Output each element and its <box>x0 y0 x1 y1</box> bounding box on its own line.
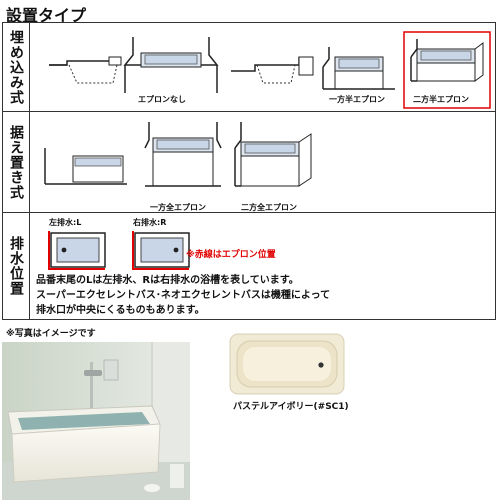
caption-two-side-full-apron: 二方全エプロン <box>241 203 297 212</box>
drain-description-line-3: 排水口が中央にくるものもあります。 <box>36 305 205 316</box>
photo-image-note: ※写真はイメージです <box>6 329 96 339</box>
drain-description-line-1: 品番末尾のLは左排水、Rは右排水の浴槽を表しています。 <box>36 275 299 286</box>
pastel-ivory-swatch-image <box>229 333 345 395</box>
two-side-half-apron-illustration <box>403 31 491 109</box>
apron-position-note: ※赤線はエプロン位置 <box>186 250 276 260</box>
one-side-half-apron-illustration <box>322 47 395 90</box>
half-apron-side-view-illustration <box>231 56 314 84</box>
swatch-caption: パステルアイボリー(#SC1) <box>233 402 349 412</box>
caption-no-apron: エプロンなし <box>138 95 186 104</box>
left-drain-label: 左排水:L <box>49 218 82 227</box>
row-drain-position: 排水位置 左排水:L 右排水:R <box>3 213 495 319</box>
caption-one-side-full-apron: 一方全エプロン <box>150 203 206 212</box>
drain-description-line-2: スーパーエクセレントバス･ネオエクセレントバスは機種によって <box>36 290 331 301</box>
installation-type-table: 埋め込み式 エプロンなし <box>2 22 496 320</box>
left-drain-diagram <box>48 231 106 270</box>
freestanding-side-view-illustration <box>44 148 127 185</box>
caption-two-side-half-apron: 二方半エプロン <box>413 95 469 104</box>
two-side-full-apron-illustration <box>234 122 312 187</box>
row-label-embedded: 埋め込み式 <box>3 23 30 111</box>
embedded-side-view-illustration <box>49 56 122 84</box>
one-side-full-apron-illustration <box>144 122 222 187</box>
no-apron-illustration <box>123 37 219 93</box>
page-title: 設置タイプ <box>6 6 87 25</box>
right-drain-label: 右排水:R <box>133 218 167 227</box>
row-label-freestanding: 据え置き式 <box>3 112 30 212</box>
row-label-drain-position: 排水位置 <box>3 213 30 319</box>
row-freestanding: 据え置き式 一方全エプロン 二方全エプロン <box>3 112 495 213</box>
row-embedded: 埋め込み式 エプロンなし <box>3 23 495 112</box>
bathroom-photo <box>2 342 190 500</box>
caption-one-side-half-apron: 一方半エプロン <box>329 95 385 104</box>
right-drain-diagram <box>132 231 190 270</box>
